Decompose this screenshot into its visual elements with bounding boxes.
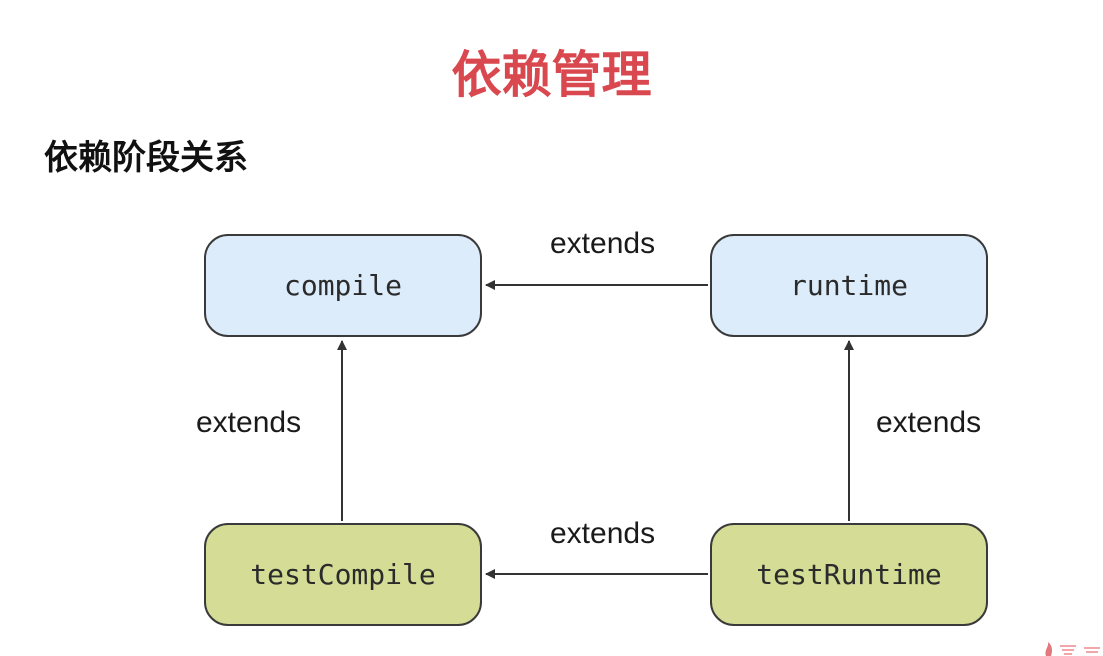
edge-label-testruntime-testcompile: extends <box>550 517 656 550</box>
edge-label-testcompile-compile: extends <box>196 406 302 439</box>
section-heading: 依赖阶段关系 <box>44 138 248 178</box>
test-runtime-node: testRuntime <box>710 523 988 626</box>
runtime-node: runtime <box>710 234 988 337</box>
edge-label-testruntime-runtime: extends <box>876 406 982 439</box>
logo-flame-icon <box>1040 634 1103 656</box>
edge-label-runtime-compile: extends <box>550 227 656 260</box>
compile-node: compile <box>204 234 482 337</box>
test-compile-node: testCompile <box>204 523 482 626</box>
slide-title: 依赖管理 <box>451 46 652 104</box>
